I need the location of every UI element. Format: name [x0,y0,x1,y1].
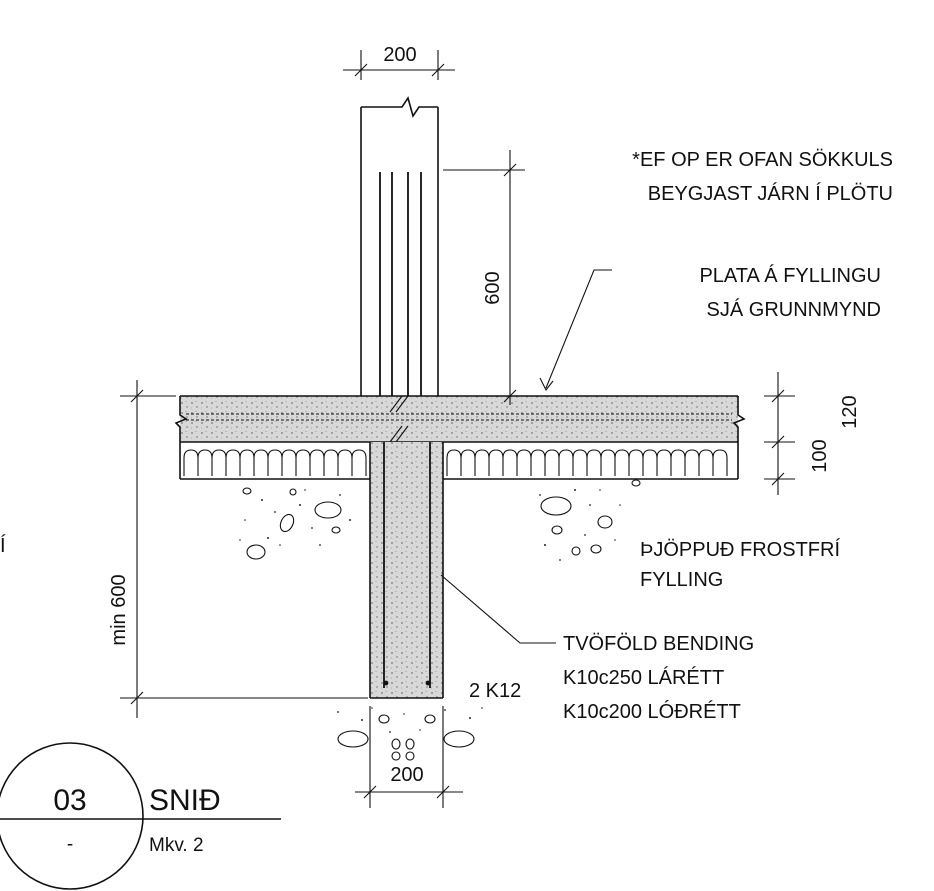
dim-footing-width: 200 [390,764,423,786]
rebar-note-line-2: K10c250 LÁRÉTT [563,666,724,689]
sheet-reference: - [67,834,73,855]
fill-note-line-2: FYLLING [640,569,723,591]
bottom-bars-label: 2 K12 [469,680,521,702]
slab-note-line-1: PLATA Á FYLLINGU [699,264,881,287]
insulation-layer [179,442,739,480]
dimension-texts: 200 600 120 100 min 600 200 [108,44,861,786]
dim-wall-top: 200 [383,44,416,66]
detail-number: 03 [53,784,86,817]
dimension-lap [443,150,525,405]
dimension-top-wall [343,50,455,80]
upper-wall [360,96,439,396]
gravel-fill [239,479,641,761]
rebar-note-line-3: K10c200 LÓÐRÉTT [563,700,741,723]
slab-note-line-2: SJÁ GRUNNMYND [707,298,881,321]
scale-label: Mkv. 2 [149,835,204,856]
dim-insulation-thickness: 100 [809,439,831,472]
rebar-dot [383,680,389,686]
section-title: SNIÐ [149,784,221,817]
opening-note-line-1: *EF OP ER OFAN SÖKKULS [632,149,893,171]
leader-lines [440,269,612,644]
dimension-footing [355,706,463,808]
fill-note-line-1: ÞJÖPPUÐ FROSTFRÍ [640,538,840,561]
foundation-wall [369,442,444,699]
floor-slab [174,395,746,443]
rebar-dot [425,680,431,686]
dim-slab-thickness: 120 [839,395,861,428]
rebar-note-line-1: TVÖFÖLD BENDING [563,633,754,655]
title-block: 03 - SNIÐ Mkv. 2 [0,742,281,890]
dimension-min-depth [120,380,368,718]
opening-note-line-2: BEYGJAST JÁRN Í PLÖTU [648,182,893,205]
dim-lap-length: 600 [482,271,504,304]
annotation-texts: *EF OP ER OFAN SÖKKULS BEYGJAST JÁRN Í P… [0,149,893,723]
left-edge-fragment: Í [0,534,6,557]
dim-min-depth: min 600 [108,574,130,645]
dimension-right-slab [764,372,795,495]
